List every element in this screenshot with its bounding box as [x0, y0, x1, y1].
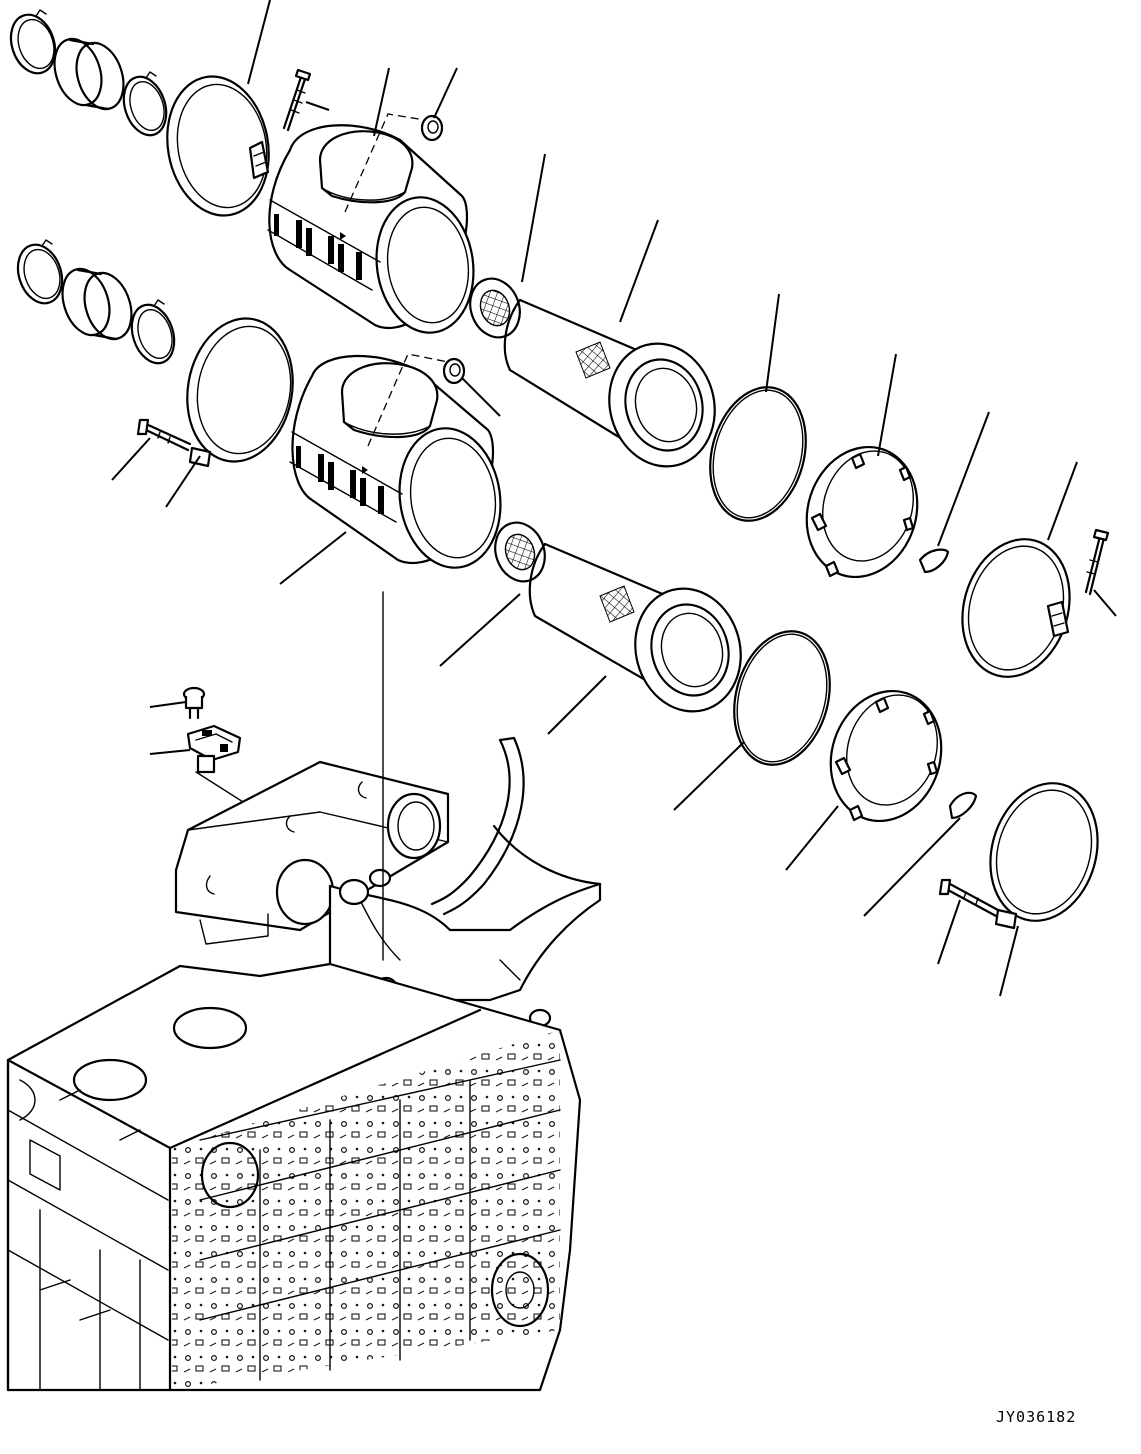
restriction-sensor — [186, 724, 242, 774]
right-lower-band-bolt — [938, 878, 1000, 918]
upper-o-ring — [709, 386, 807, 522]
sensor-bolt — [182, 686, 206, 720]
right-lower-mounting-band — [989, 782, 1099, 930]
leader-lines — [111, 0, 1117, 997]
cleaner-bracket — [328, 824, 602, 1028]
lower-valve-cap — [442, 357, 466, 385]
lower-outer-filter-element — [494, 521, 742, 713]
right-upper-band-bolt — [1084, 528, 1110, 596]
lower-dust-valve — [948, 791, 978, 820]
lower-hose-clamp-inner — [130, 299, 176, 365]
intake-duct — [174, 760, 450, 945]
upper-valve-dashed-line — [344, 113, 426, 213]
lower-hose-sleeve — [61, 267, 133, 341]
upper-band-bolt — [282, 68, 312, 132]
lower-valve-dashed-line — [367, 353, 449, 447]
lower-band-bolt — [136, 418, 192, 452]
upper-dust-valve — [918, 548, 950, 574]
upper-hose-clamp-inner — [122, 71, 168, 137]
bracket-hose — [430, 736, 525, 916]
lower-hose-clamp-outer — [16, 239, 64, 305]
lower-air-cleaner-body — [289, 354, 502, 569]
drawing-number: JY036182 — [996, 1408, 1077, 1426]
right-upper-mounting-band — [961, 538, 1071, 678]
upper-hose-clamp-outer — [9, 9, 57, 75]
upper-air-cleaner-body — [267, 124, 475, 334]
upper-hose-sleeve — [53, 37, 125, 111]
lower-o-ring — [733, 630, 831, 766]
upper-valve-cap — [420, 114, 444, 142]
upper-cleaner-cover — [805, 445, 919, 579]
upper-outer-filter-element — [469, 277, 716, 468]
upper-mounting-band — [166, 75, 270, 217]
lower-mounting-band — [186, 317, 294, 468]
engine-block — [6, 962, 582, 1392]
lower-cleaner-cover — [829, 689, 943, 823]
